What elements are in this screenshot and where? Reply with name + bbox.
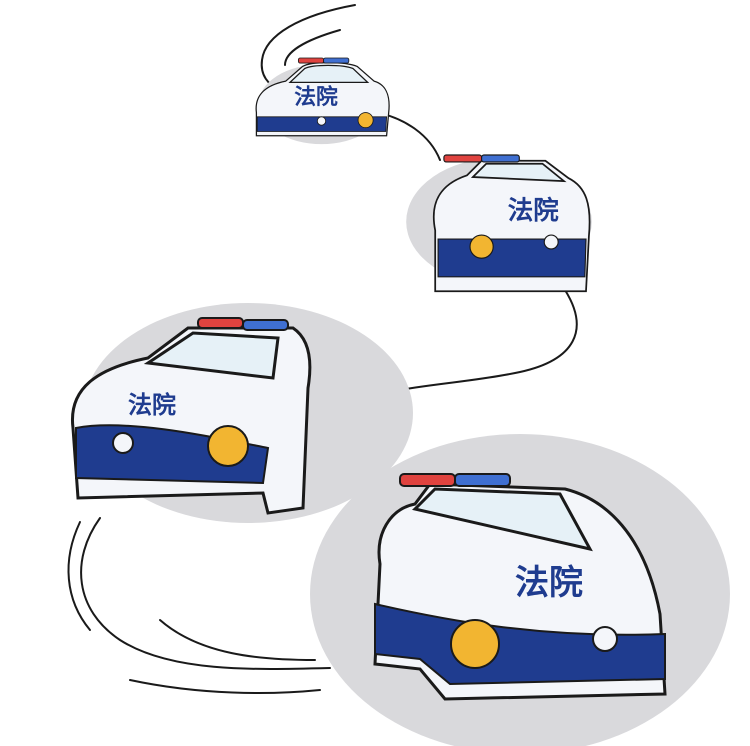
motion-line — [159, 619, 316, 661]
car-lightbar-blue — [481, 154, 520, 163]
police-car-3: 法院 — [70, 303, 413, 523]
motion-line — [67, 521, 91, 631]
car-headlight — [469, 234, 494, 259]
car-lightbar-blue — [323, 57, 350, 64]
car-lightbar-blue — [454, 473, 511, 487]
car-headlight — [450, 619, 500, 669]
motion-line — [80, 517, 331, 670]
motion-line — [260, 4, 356, 91]
car-badge — [592, 626, 618, 652]
car-headlight — [357, 112, 374, 129]
car-stripe — [374, 602, 666, 686]
police-car-2: 法院 — [406, 154, 592, 293]
car-lightbar-red — [443, 154, 483, 163]
car-badge — [543, 234, 559, 250]
car-label: 法院 — [294, 84, 338, 110]
car-lightbar-red — [197, 317, 244, 329]
car-headlight — [207, 425, 249, 467]
motion-line — [284, 29, 341, 66]
car-lightbar-red — [399, 473, 456, 487]
car-label: 法院 — [515, 563, 583, 603]
car-lightbar-blue — [242, 319, 289, 331]
car-windshield — [470, 162, 567, 183]
car-badge — [112, 432, 134, 454]
car-badge — [316, 116, 327, 126]
car-stripe — [437, 238, 587, 278]
car-windshield — [288, 64, 370, 83]
car-lightbar-red — [297, 57, 325, 64]
police-car-4: 法院 — [310, 434, 730, 746]
car-label: 法院 — [508, 196, 560, 226]
car-label: 法院 — [128, 391, 176, 419]
car-windshield — [412, 487, 593, 552]
motion-line — [129, 679, 321, 694]
car-windshield — [143, 331, 280, 380]
police-car-1: 法院 — [255, 57, 390, 145]
